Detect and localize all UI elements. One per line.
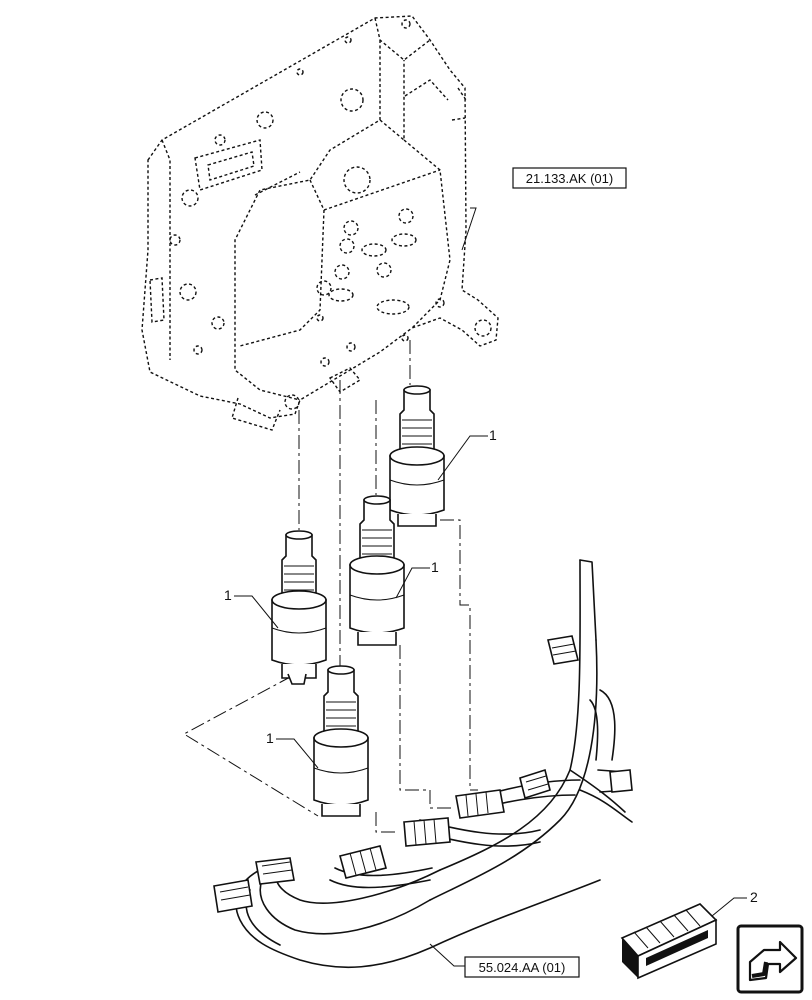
wiring-harness: [213, 559, 633, 969]
reference-upper-label: 21.133.AK (01): [526, 171, 613, 186]
reference-lower-label: 55.024.AA (01): [479, 960, 566, 975]
callout-solenoid-1: 1: [489, 427, 497, 443]
solenoid-valve[interactable]: [313, 665, 369, 817]
assembly-center-lines: [182, 340, 478, 833]
callout-solenoid-2: 1: [431, 559, 439, 575]
repair-kit-box-icon: [620, 903, 718, 980]
callout-solenoid-4: 1: [266, 730, 274, 746]
callout-solenoid-3: 1: [224, 587, 232, 603]
next-page-arrow-icon[interactable]: [736, 924, 804, 994]
reference-lower[interactable]: 55.024.AA (01): [464, 956, 580, 978]
callout-leaders: [234, 207, 747, 967]
solenoid-valve[interactable]: [389, 385, 445, 527]
solenoid-valve[interactable]: [349, 495, 405, 646]
valve-block-housing: [141, 15, 499, 431]
solenoid-valve[interactable]: [271, 530, 327, 685]
reference-upper[interactable]: 21.133.AK (01): [512, 167, 627, 189]
callout-kit: 2: [750, 889, 758, 905]
